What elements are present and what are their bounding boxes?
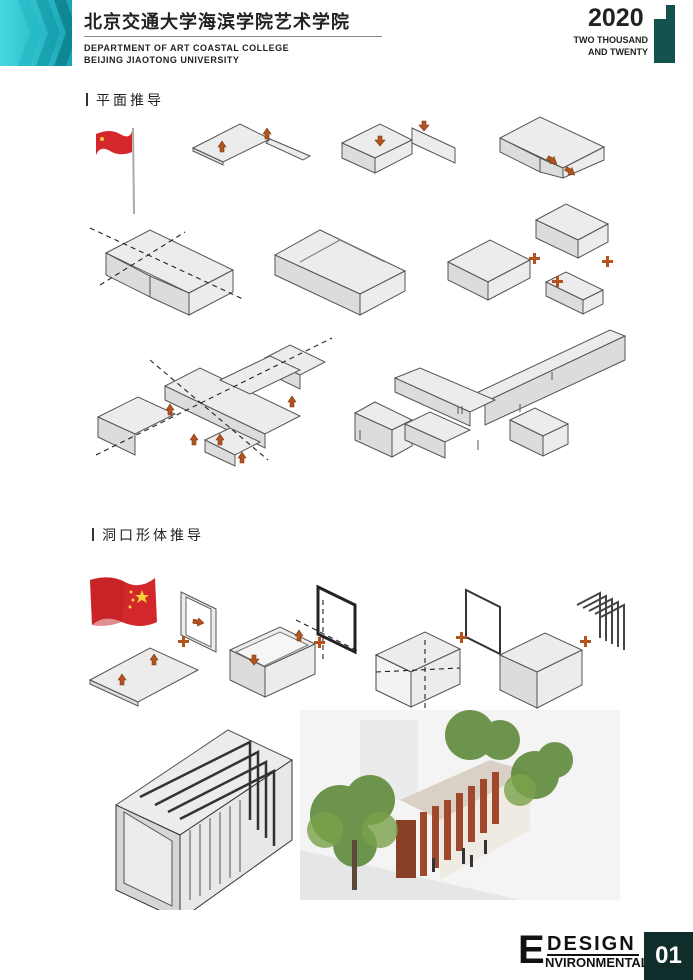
step-d-box-fins xyxy=(498,591,625,709)
flag-icon xyxy=(90,577,157,626)
plan-derivation-diagrams xyxy=(89,116,627,467)
step-c-glass-box xyxy=(374,588,501,712)
page-number: 01 xyxy=(644,932,693,980)
split-volumes xyxy=(446,203,613,315)
footer-big-letter: E xyxy=(518,928,545,972)
header-chevron-band xyxy=(0,0,72,66)
year-subtitle-line1: TWO THOUSAND xyxy=(573,35,649,45)
step-b-box-frame xyxy=(228,584,361,698)
step2-box xyxy=(340,120,456,174)
year-accent-block xyxy=(654,5,675,63)
flag-icon xyxy=(96,127,135,215)
footer-word-environmental: NVIRONMENTAL xyxy=(545,955,649,970)
section-title-opening-form-derivation: 洞口形体推导 xyxy=(92,525,204,545)
opening-derivation-diagrams xyxy=(88,577,625,910)
year-subtitle-line2: AND TWENTY xyxy=(588,47,648,57)
footer-divider xyxy=(547,954,639,956)
header-divider xyxy=(84,36,382,37)
step3-l-volume xyxy=(498,116,606,179)
final-composition xyxy=(353,329,627,459)
composite-volume-cut xyxy=(95,337,333,467)
l-volume xyxy=(273,229,407,316)
section-title-plan-derivation: 平面推导 xyxy=(86,90,164,110)
school-name-english-line2: BEIJING JIAOTONG UNIVERSITY xyxy=(84,55,240,65)
school-name-english-line1: DEPARTMENT OF ART COASTAL COLLEGE xyxy=(84,43,290,53)
year-label: 2020 xyxy=(588,4,644,32)
year-accent-notch xyxy=(654,5,666,19)
footer-word-design: DESIGN xyxy=(547,933,636,955)
rendered-perspective-image xyxy=(300,710,620,900)
step1-plate xyxy=(191,123,312,166)
school-name-chinese: 北京交通大学海滨学院艺术学院 xyxy=(84,12,350,33)
final-box-with-fins xyxy=(114,729,294,910)
step-a-plate-panel xyxy=(88,591,217,707)
cut-l-volume xyxy=(89,227,246,316)
